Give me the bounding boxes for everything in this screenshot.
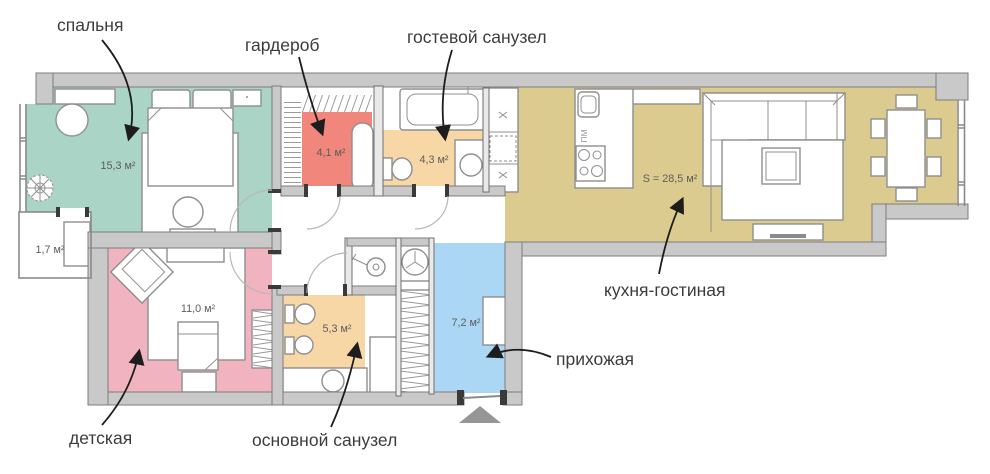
wall-bedroom-children (87, 231, 273, 249)
living-window (957, 100, 966, 206)
wall-column-top-right (935, 72, 969, 101)
balcony-shelf (63, 221, 91, 267)
guest-bathroom-door-arc (414, 195, 449, 230)
door-jambs (56, 184, 507, 405)
main-toilet (284, 303, 316, 325)
wardrobe-arrow (298, 56, 326, 137)
wall-bathroom-top-a (276, 285, 308, 296)
bedroom-closet (54, 88, 116, 105)
balcony-walls (18, 211, 92, 279)
bedroom-dot (246, 96, 248, 98)
coffee-table (761, 147, 801, 185)
wall-guestbath-column (482, 87, 490, 193)
bedroom-bed (147, 89, 234, 187)
wardrobe-shelves-left (283, 100, 302, 188)
children-room-label: детская (69, 428, 132, 448)
main-vanity-sink (282, 367, 368, 396)
walls (18, 72, 969, 406)
wall-utility-mid (395, 237, 402, 397)
storage-column (487, 87, 519, 193)
washing-machine-icon (398, 242, 433, 282)
wall-top (35, 72, 969, 88)
kitchen-sink (577, 91, 600, 118)
guest-bathroom-label: гостевой санузел (407, 27, 547, 47)
children-bed (177, 321, 219, 393)
wall-wardrobe-guestbath (373, 85, 384, 197)
wall-top-left (35, 72, 54, 105)
main-bathroom-area-label: 5,3 м² (322, 323, 351, 335)
wardrobe-area-label: 4,1 м² (316, 147, 345, 159)
wardrobe-door-arc (306, 195, 341, 230)
children-door-arc (229, 251, 273, 295)
kitchen-living-arrow (658, 196, 684, 275)
main-bathroom-door-arc (306, 252, 348, 294)
hallway-area-label: 7,2 м² (451, 317, 480, 329)
bedroom-area-label: 15,3 м² (100, 160, 135, 172)
entrance-arrow-icon (459, 406, 501, 423)
tv-icon (770, 234, 806, 238)
plant-icon (26, 174, 54, 202)
hallway-arrow (485, 343, 552, 359)
cooktop-icon (575, 145, 606, 182)
guest-toilet (382, 157, 413, 181)
bedroom-door-arc (229, 189, 273, 233)
tv-stand (752, 223, 824, 241)
guest-bathroom-area-label: 4,3 м² (419, 154, 448, 166)
wall-hallway-east (504, 241, 523, 406)
doors (56, 184, 507, 405)
furniture: ПМ (26, 85, 942, 396)
bedroom-label: спальня (57, 15, 123, 35)
wall-kitchen-bottom (504, 241, 887, 257)
wall-hallway-west (428, 237, 435, 395)
wall-step (871, 203, 887, 248)
guest-bathroom-arrow (434, 49, 453, 142)
balcony-door-opening (58, 208, 86, 216)
kitchen-counter: ПМ (574, 88, 701, 189)
wall-wardrobe-bottom-a (280, 185, 308, 197)
wall-bathroom-west (271, 287, 284, 406)
hallway-bench (482, 296, 508, 346)
main-bathroom-arrow (330, 341, 363, 428)
bidet (284, 335, 314, 355)
wall-bathroom-top-b (346, 285, 399, 296)
windows (19, 100, 966, 212)
bedroom-pouf (55, 103, 89, 137)
wall-guestbath-bottom-a (382, 185, 416, 197)
wall-utility-top (346, 237, 434, 247)
wardrobe-hanger-rail-top (302, 95, 372, 112)
area-labels: 15,3 м² 4,1 м² 4,3 м² S = 28,5 м² 11,0 м… (35, 147, 697, 335)
bedroom-arrow (101, 39, 141, 142)
dining-table (870, 94, 942, 202)
kitchen-living-label: кухня-гостиная (604, 280, 725, 300)
entrance-door-leaf (462, 395, 501, 399)
children-room-area-label: 11,0 м² (181, 303, 216, 315)
wall-corridor-west-upper (271, 85, 282, 193)
shower-icon (351, 252, 386, 277)
children-armchair (109, 239, 175, 305)
kitchen-living-area-label: S = 28,5 м² (643, 173, 698, 185)
wardrobe-ironing-board (351, 122, 374, 192)
callouts: спальня гардероб гостевой санузел кухня-… (57, 15, 725, 450)
bedroom-window (19, 104, 27, 212)
wardrobe-label: гардероб (245, 35, 320, 55)
balcony-area-label: 1,7 м² (35, 244, 64, 256)
main-bathroom-label: основной санузел (252, 430, 397, 450)
bedroom-stool (172, 196, 204, 228)
hallway-label: прихожая (556, 349, 634, 369)
hallway-wardrobe (398, 289, 433, 394)
dishwasher-label: ПМ (579, 129, 589, 142)
children-room-arrow (101, 348, 145, 426)
wall-guestbath-bottom-b (447, 185, 506, 197)
bathroom-cabinet (369, 336, 399, 394)
